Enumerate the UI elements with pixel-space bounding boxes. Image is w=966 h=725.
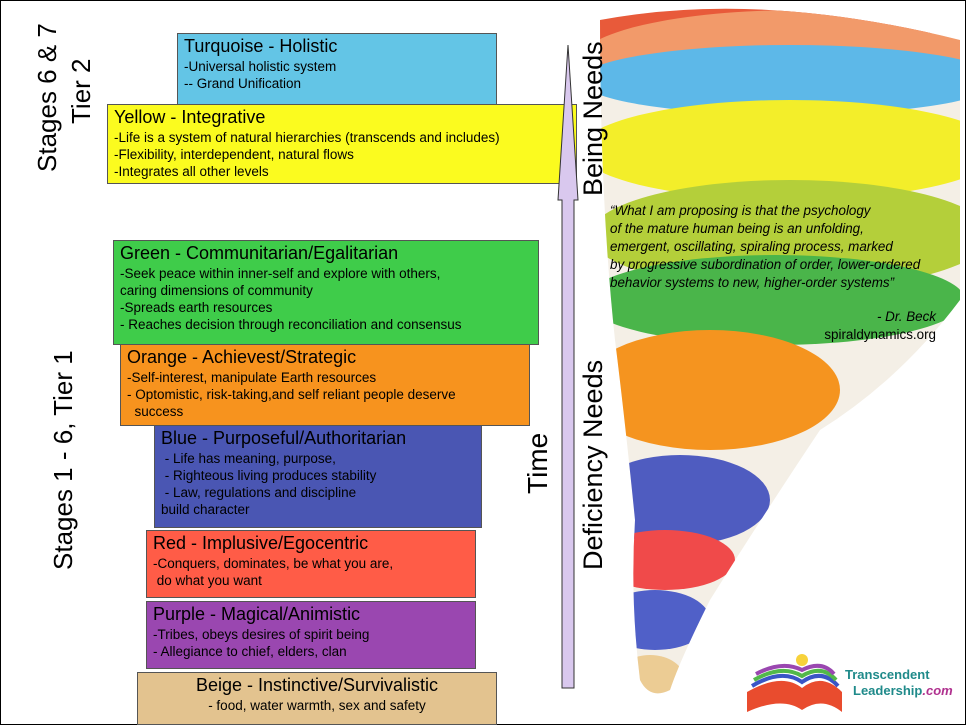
blue-item: - Law, regulations and discipline xyxy=(161,485,357,500)
green-item: -Spreads earth resources xyxy=(120,300,273,315)
turquoise-title: Turquoise - Holistic xyxy=(184,36,338,56)
yellow-title: Yellow - Integrative xyxy=(114,107,266,127)
red-box: Red - Implusive/Egocentric -Conquers, do… xyxy=(146,530,476,598)
yellow-item: -Flexibility, interdependent, natural fl… xyxy=(114,147,354,162)
logo-line1: Transcendent xyxy=(845,667,930,682)
blue-item: - Life has meaning, purpose, xyxy=(161,451,336,466)
green-item: -Seek peace within inner-self and explor… xyxy=(120,266,441,281)
quote-line: behavior systems to new, higher-order sy… xyxy=(610,275,895,290)
spiral-cone-illustration xyxy=(600,8,960,694)
being-needs-label: Being Needs xyxy=(578,41,608,196)
tier-2-label: Tier 2 xyxy=(66,58,96,125)
deficiency-needs-label: Deficiency Needs xyxy=(578,359,608,570)
purple-box: Purple - Magical/Animistic -Tribes, obey… xyxy=(146,601,476,669)
orange-item: - Optomistic, risk-taking,and self relia… xyxy=(127,387,456,402)
quote-line: emergent, oscillating, spiraling process… xyxy=(610,239,893,254)
beige-box: Beige - Instinctive/Survivalistic - food… xyxy=(137,672,497,725)
blue-box: Blue - Purposeful/Authoritarian - Life h… xyxy=(154,425,482,528)
source-site: spiraldynamics.org xyxy=(824,327,936,342)
stages-6-7-label: Stages 6 & 7 xyxy=(32,23,62,172)
quote-attribution: - Dr. Beck xyxy=(876,309,936,324)
green-box: Green - Communitarian/Egalitarian -Seek … xyxy=(113,240,539,345)
quote-line: of the mature human being is an unfoldin… xyxy=(610,221,864,236)
red-item: -Conquers, dominates, be what you are, xyxy=(153,556,394,571)
yellow-box: Yellow - Integrative -Life is a system o… xyxy=(107,104,577,184)
logo-suffix: .com xyxy=(922,683,953,698)
book-logo-icon xyxy=(747,654,842,712)
quote-line: “What I am proposing is that the psychol… xyxy=(610,203,871,218)
blue-item: build character xyxy=(161,502,250,517)
beige-item: - food, water warmth, sex and safety xyxy=(208,698,426,713)
beige-title: Beige - Instinctive/Survivalistic xyxy=(195,675,439,695)
quote-line: by progressive subordination of order, l… xyxy=(610,257,921,272)
purple-title: Purple - Magical/Animistic xyxy=(153,604,361,624)
orange-item: -Self-interest, manipulate Earth resourc… xyxy=(127,370,377,385)
turquoise-box: Turquoise - Holistic -Universal holistic… xyxy=(177,33,497,105)
time-arrow xyxy=(557,44,579,689)
logo-text: Transcendent Leadership.com xyxy=(845,667,953,699)
logo-line2: Leadership xyxy=(853,683,923,698)
green-item: caring dimensions of community xyxy=(120,283,313,298)
yellow-item: -Integrates all other levels xyxy=(114,164,269,179)
purple-item: - Allegiance to chief, elders, clan xyxy=(153,644,347,659)
time-label: Time xyxy=(522,432,553,494)
orange-box: Orange - Achievest/Strategic -Self-inter… xyxy=(120,344,530,426)
green-title: Green - Communitarian/Egalitarian xyxy=(120,243,399,263)
orange-title: Orange - Achievest/Strategic xyxy=(127,347,357,367)
blue-item: - Righteous living produces stability xyxy=(161,468,377,483)
red-item: do what you want xyxy=(153,573,262,588)
turquoise-item: -- Grand Unification xyxy=(184,76,302,91)
red-title: Red - Implusive/Egocentric xyxy=(153,533,369,553)
yellow-item: -Life is a system of natural hierarchies… xyxy=(114,130,500,145)
turquoise-item: -Universal holistic system xyxy=(184,59,337,74)
orange-item: success xyxy=(127,404,184,419)
blue-title: Blue - Purposeful/Authoritarian xyxy=(161,428,407,448)
green-item: - Reaches decision through reconciliatio… xyxy=(120,317,462,332)
purple-item: -Tribes, obeys desires of spirit being xyxy=(153,627,370,642)
beck-quote: “What I am proposing is that the psychol… xyxy=(610,202,966,292)
stages-1-6-label: Stages 1 - 6, Tier 1 xyxy=(48,350,78,570)
